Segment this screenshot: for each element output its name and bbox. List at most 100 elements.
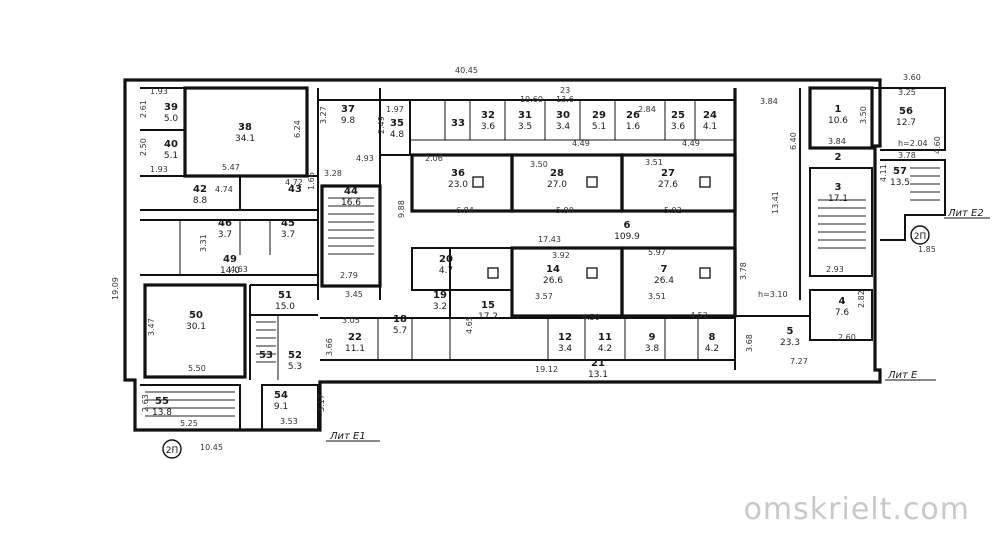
room-area: 11.1 (345, 344, 365, 354)
room-area: 34.1 (235, 134, 255, 144)
dimension-text: 13.41 (771, 191, 780, 214)
room-number: 15 (481, 300, 495, 311)
room-number: 21 (591, 358, 605, 369)
room-area: 26.6 (543, 276, 563, 286)
room-number: 25 (671, 110, 685, 121)
dimension-text: 4.93 (356, 154, 374, 163)
room-number: 12 (558, 332, 572, 343)
dimension-text: 5.97 (648, 248, 666, 257)
stair-marker-circle (910, 225, 930, 245)
dimension-text: 3.50 (530, 160, 548, 169)
dimension-text: 3.66 (325, 338, 334, 356)
dimension-text: 4.49 (572, 139, 590, 148)
dimension-text: 6.84 (456, 206, 474, 215)
room-area: 3.4 (558, 344, 573, 354)
dimension-text: 5.25 (180, 419, 198, 428)
dimension-text: 3.27 (319, 106, 328, 124)
stair-marker-label: 2П (166, 446, 179, 456)
watermark-text: omskrielt.com (743, 492, 970, 527)
room-number: 18 (393, 314, 407, 325)
room-area: 14.0 (220, 266, 240, 276)
room-area: 109.9 (614, 232, 640, 242)
dimension-text: h=2.04 (898, 139, 928, 148)
room-area: 26.4 (654, 276, 674, 286)
room-number: 31 (518, 110, 532, 121)
room-area: 23.0 (448, 180, 468, 190)
room-area: 13.8 (152, 408, 172, 418)
dimension-text: 5.47 (222, 163, 240, 172)
room-number: 8 (709, 332, 716, 343)
dimension-text: 3.60 (903, 73, 921, 82)
dimension-text: 1.66 (307, 172, 316, 190)
room-area: 3.6 (481, 122, 496, 132)
room-number: 45 (281, 218, 295, 229)
room-number: 57 (893, 166, 907, 177)
room-area: 5.0 (164, 114, 179, 124)
room-number: 7 (661, 264, 668, 275)
dimension-text: 3.51 (648, 292, 666, 301)
dimension-text: 2.63 (141, 394, 150, 412)
room-number: 40 (164, 139, 178, 150)
room-number: 5 (787, 326, 794, 337)
room-number: 3 (835, 182, 842, 193)
room-area: 4.1 (703, 122, 717, 132)
room-area: 4.8 (390, 130, 405, 140)
room-area: 23.3 (780, 338, 800, 348)
dimension-text: 2.61 (139, 100, 148, 118)
lit-e1-label: Лит Е1 (329, 431, 366, 442)
room-area: 17.1 (828, 194, 848, 204)
dimension-text: 17.43 (538, 235, 561, 244)
lit-e-label: Лит Е (887, 370, 918, 381)
room-area: 3.7 (281, 230, 295, 240)
room-number: 9 (649, 332, 656, 343)
dimension-text: 3.53 (280, 417, 298, 426)
dimension-text: 3.84 (760, 97, 778, 106)
dimension-text: 3.84 (828, 137, 846, 146)
room-area: 4.2 (598, 344, 612, 354)
walls (123, 78, 946, 432)
dimension-text: 4.50 (582, 313, 600, 322)
room-number: 46 (218, 218, 232, 229)
room-number: 50 (189, 310, 203, 321)
dimension-labels: 40.45 1.93 2.61 2.50 1.93 6.24 5.47 3.27… (111, 66, 942, 452)
room-area: 3.8 (645, 344, 660, 354)
room-area: 3.5 (518, 122, 532, 132)
dimension-text: 1.93 (150, 165, 168, 174)
room-number: 54 (274, 390, 288, 401)
room-area: 1.6 (626, 122, 641, 132)
room-number: 24 (703, 110, 717, 121)
room-number: 49 (223, 254, 237, 265)
dimension-text: 4.74 (215, 185, 233, 194)
dimension-text: 3.50 (859, 106, 868, 124)
dimension-text: 3.28 (324, 169, 342, 178)
dimension-text: 1.85 (918, 245, 936, 254)
room-area: 13.1 (588, 370, 608, 380)
room-number: 1 (835, 104, 842, 115)
dimension-text: 2.93 (826, 265, 844, 274)
dimension-text: 3.78 (898, 151, 916, 160)
room-area: 4.2 (705, 344, 719, 354)
room-area: 5.1 (164, 151, 178, 161)
room-number: 30 (556, 110, 570, 121)
dimension-text: 19.12 (535, 365, 558, 374)
dimension-text: 3.92 (552, 251, 570, 260)
room-number: 4 (839, 296, 846, 307)
dimension-text: 3.57 (535, 292, 553, 301)
room-area: 3.4 (556, 122, 571, 132)
dimension-text: 4.52 (690, 311, 708, 320)
dimension-text: 3.25 (898, 88, 916, 97)
room-number: 51 (278, 290, 292, 301)
room-number: 19 (433, 290, 447, 301)
dimension-text: 2.49 (377, 116, 386, 134)
dimension-text: 23 (560, 86, 570, 95)
dimension-text: 4.60 (933, 136, 942, 154)
room-number: 22 (348, 332, 362, 343)
room-area: 30.1 (186, 322, 206, 332)
dimension-text: 4.65 (465, 316, 474, 334)
stair-marker-circle (162, 439, 182, 459)
stair-marker-label: 2П (914, 232, 927, 242)
dimension-text: 19.60 (520, 95, 543, 104)
dimension-text: 40.45 (455, 66, 478, 75)
dimension-text: 4.49 (682, 139, 700, 148)
room-area: 5.3 (288, 362, 302, 372)
